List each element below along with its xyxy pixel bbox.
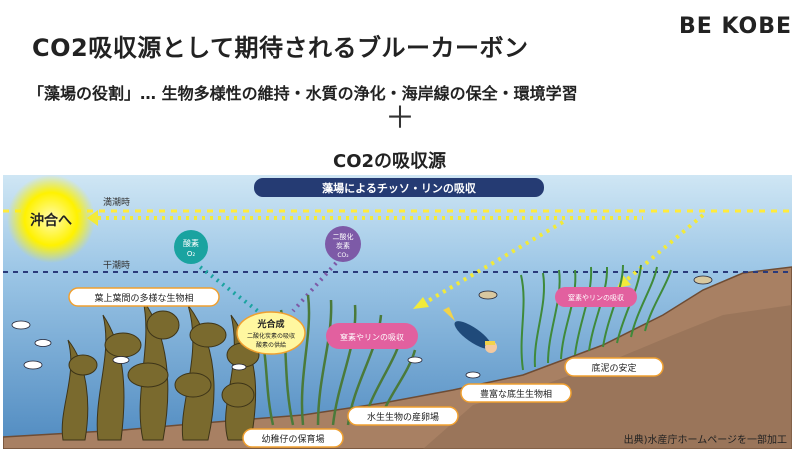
nutrient-bubble-right [555, 287, 637, 307]
be-kobe-logo: BE KOBE [679, 14, 793, 39]
eelgrass-meadow [520, 264, 672, 371]
label-biodiversity-text: 葉上葉間の多様な生物相 [94, 292, 193, 304]
label-benthos-text: 豊富な底生生物相 [480, 388, 552, 400]
nutrient-banner [254, 178, 544, 197]
co2-sink-heading: CO2の吸収源 [333, 151, 447, 172]
plus-sign: ＋ [385, 101, 415, 136]
nutrient-arrow-right [621, 213, 705, 285]
offshore-label: 沖合へ [30, 212, 72, 229]
label-nursery-text: 幼稚仔の保育場 [261, 433, 324, 445]
blue-carbon-illustration: 沖合へ 藻場によるチッソ・リンの吸収 満潮時 干潮時 酸素 O₂ 二酸化 炭素 … [3, 175, 792, 449]
high-tide-label: 満潮時 [103, 196, 130, 208]
nutrient-bubble-right-text: 窒素やリンの吸収 [568, 293, 624, 302]
slide-title: CO2吸収源として期待されるブルーカーボン [32, 34, 529, 62]
label-biodiversity: 葉上葉間の多様な生物相 [68, 287, 220, 307]
nutrient-arrow-left-head [413, 297, 429, 309]
photosynthesis-bubble [236, 311, 306, 355]
seabed-shade [423, 305, 792, 449]
oxygen-label: 酸素 [183, 238, 199, 248]
nutrient-bubble-left [326, 323, 418, 349]
label-sediment-text: 底泥の安定 [591, 362, 636, 374]
co2-bubble [325, 226, 361, 262]
diver [443, 307, 497, 353]
photosynthesis-line2: 酸素の供給 [256, 341, 286, 349]
label-sediment: 底泥の安定 [564, 357, 664, 377]
photosynthesis-line1: 二酸化炭素の吸収 [247, 332, 295, 340]
low-tide-label: 干潮時 [103, 259, 130, 271]
co2-label-line2: 炭素 [336, 241, 350, 250]
sun [7, 175, 95, 263]
co2-formula: CO₂ [337, 252, 349, 259]
oxygen-formula: O₂ [187, 250, 196, 258]
co2-label-line1: 二酸化 [333, 232, 354, 241]
label-benthos: 豊富な底生生物相 [460, 383, 572, 403]
photosynthesis-title: 光合成 [256, 318, 284, 330]
nutrient-banner-text: 藻場によるチッソ・リンの吸収 [322, 181, 477, 195]
nutrient-arrow-left [419, 220, 565, 307]
fish-school [11, 275, 713, 379]
seaweed-roles-text: 「藻場の役割」… 生物多様性の維持・水質の浄化・海岸線の保全・環境学習 [28, 84, 578, 103]
nutrient-bubble-left-text: 窒素やリンの吸収 [340, 332, 404, 342]
source-credit: 出典)水産庁ホームページを一部加工 [623, 435, 787, 446]
label-spawning: 水生生物の産卵場 [347, 406, 459, 426]
label-nursery: 幼稚仔の保育場 [242, 428, 344, 448]
label-spawning-text: 水生生物の産卵場 [367, 411, 439, 423]
oxygen-bubble [174, 230, 208, 264]
